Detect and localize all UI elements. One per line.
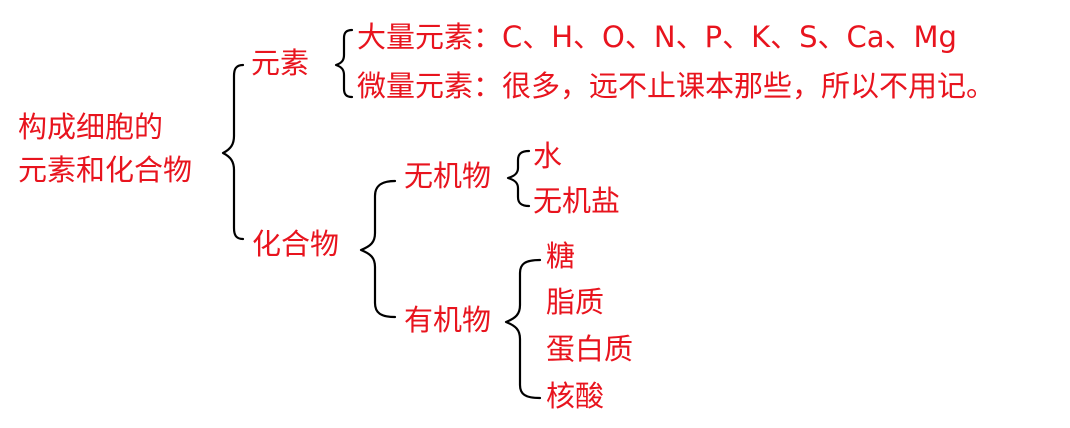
- inorganic-item-salts: 无机盐: [533, 184, 621, 218]
- inorganic-label: 无机物: [404, 159, 492, 193]
- root-label-line2: 元素和化合物: [18, 153, 193, 187]
- root-brace: [221, 63, 245, 241]
- organic-item-lipid: 脂质: [546, 285, 605, 319]
- elements-label: 元素: [251, 46, 310, 80]
- inorganic-brace: [506, 149, 531, 208]
- compounds-brace: [359, 179, 397, 319]
- micro-elements-text: 微量元素：很多，远不止课本那些，所以不用记。: [357, 69, 996, 103]
- organic-label: 有机物: [404, 303, 492, 337]
- root-label-line1: 构成细胞的: [18, 110, 164, 144]
- macro-elements-text: 大量元素：C、H、O、N、P、K、S、Ca、Mg: [357, 20, 957, 54]
- compounds-label: 化合物: [252, 227, 340, 261]
- organic-item-sugar: 糖: [546, 239, 576, 273]
- inorganic-item-water: 水: [533, 139, 563, 173]
- elements-brace: [334, 28, 354, 99]
- organic-item-protein: 蛋白质: [546, 332, 634, 366]
- organic-brace: [504, 258, 542, 400]
- organic-item-nucleic-acid: 核酸: [546, 379, 605, 413]
